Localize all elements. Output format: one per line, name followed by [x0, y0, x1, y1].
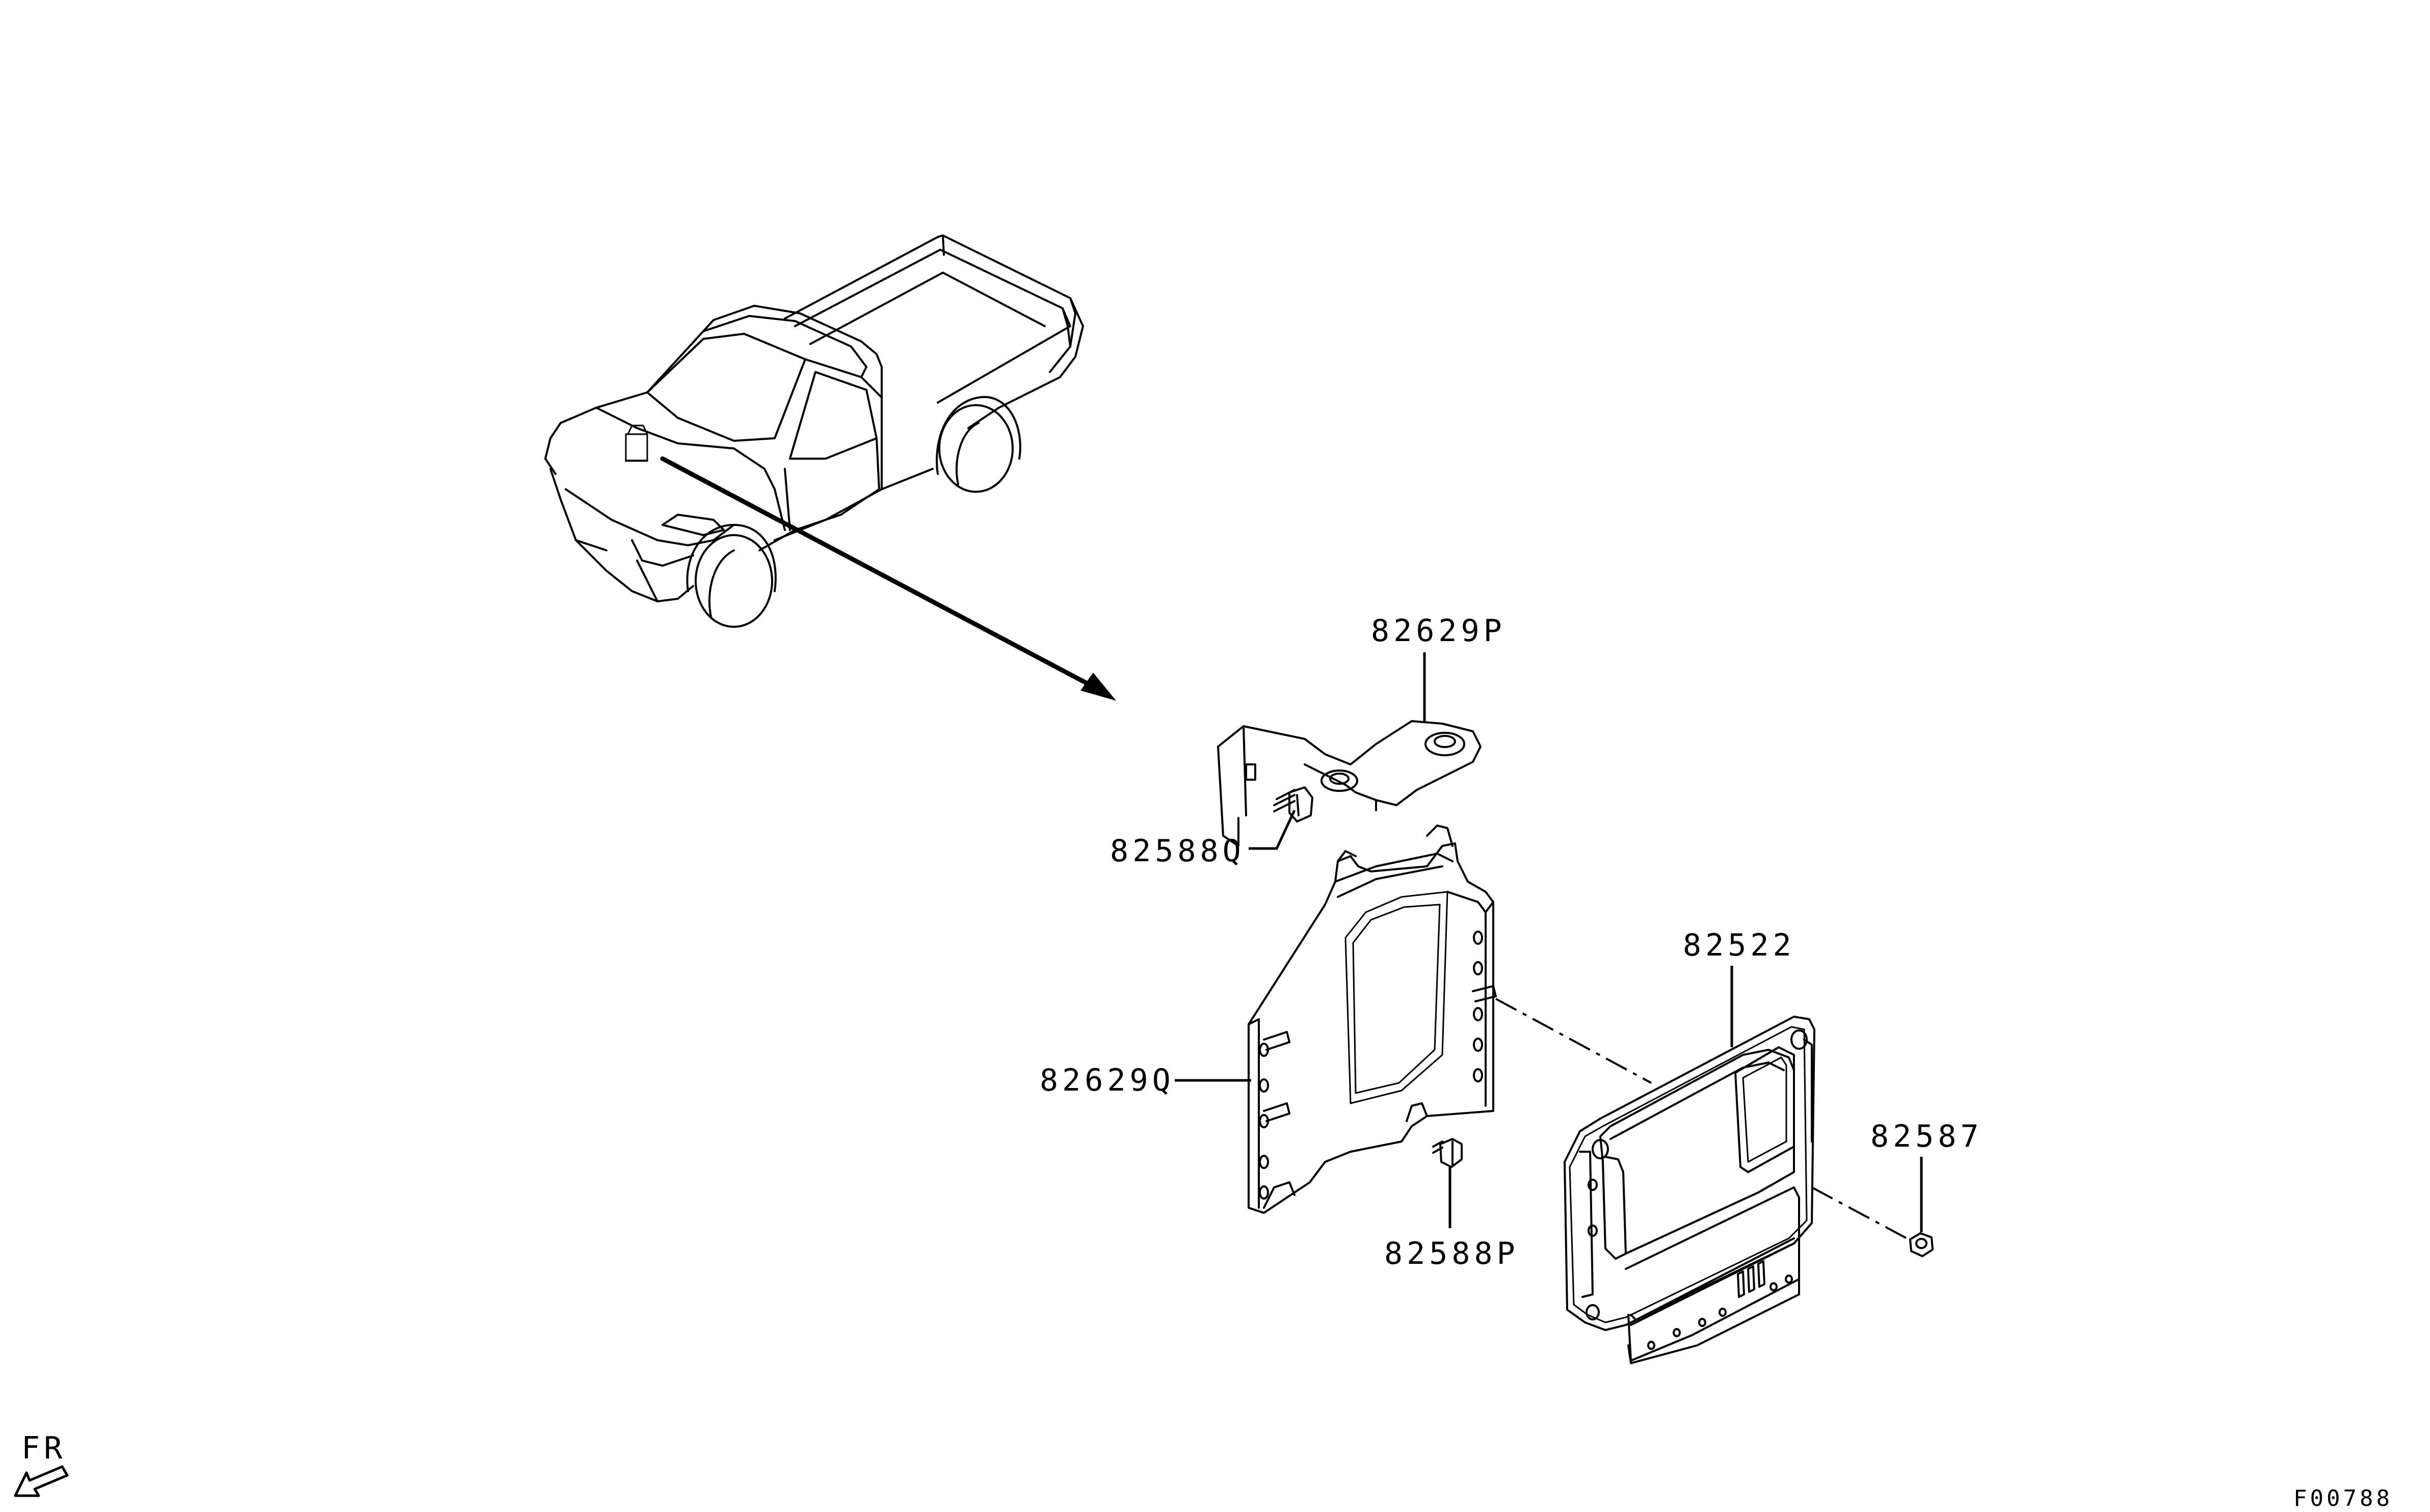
- location-arrow: [660, 456, 1116, 701]
- leader-lines: [1175, 652, 1923, 1232]
- figure-code: F00788: [2293, 1486, 2393, 1511]
- part-label-82629p: 82629P: [1371, 613, 1506, 649]
- orientation-label: FR: [21, 1430, 66, 1466]
- part-label-82588q: 82588Q: [1110, 833, 1245, 869]
- lower-bolt: [1432, 1138, 1463, 1168]
- front-direction-indicator: FR: [14, 1430, 69, 1497]
- part-label-82587: 82587: [1870, 1119, 1983, 1154]
- part-label-82629q: 82629Q: [1040, 1063, 1175, 1098]
- vehicle-outline: [544, 234, 1084, 628]
- upper-bracket: [1217, 720, 1482, 847]
- alignment-lines: [1495, 998, 1909, 1240]
- main-bracket: [1248, 825, 1497, 1214]
- nut: [1909, 1232, 1934, 1257]
- upper-bolt: [1273, 786, 1313, 823]
- part-label-82588p: 82588P: [1384, 1236, 1519, 1271]
- arrow-icon: [14, 1465, 69, 1497]
- part-label-82522: 82522: [1683, 927, 1795, 963]
- ecu-unit: [1564, 1016, 1815, 1364]
